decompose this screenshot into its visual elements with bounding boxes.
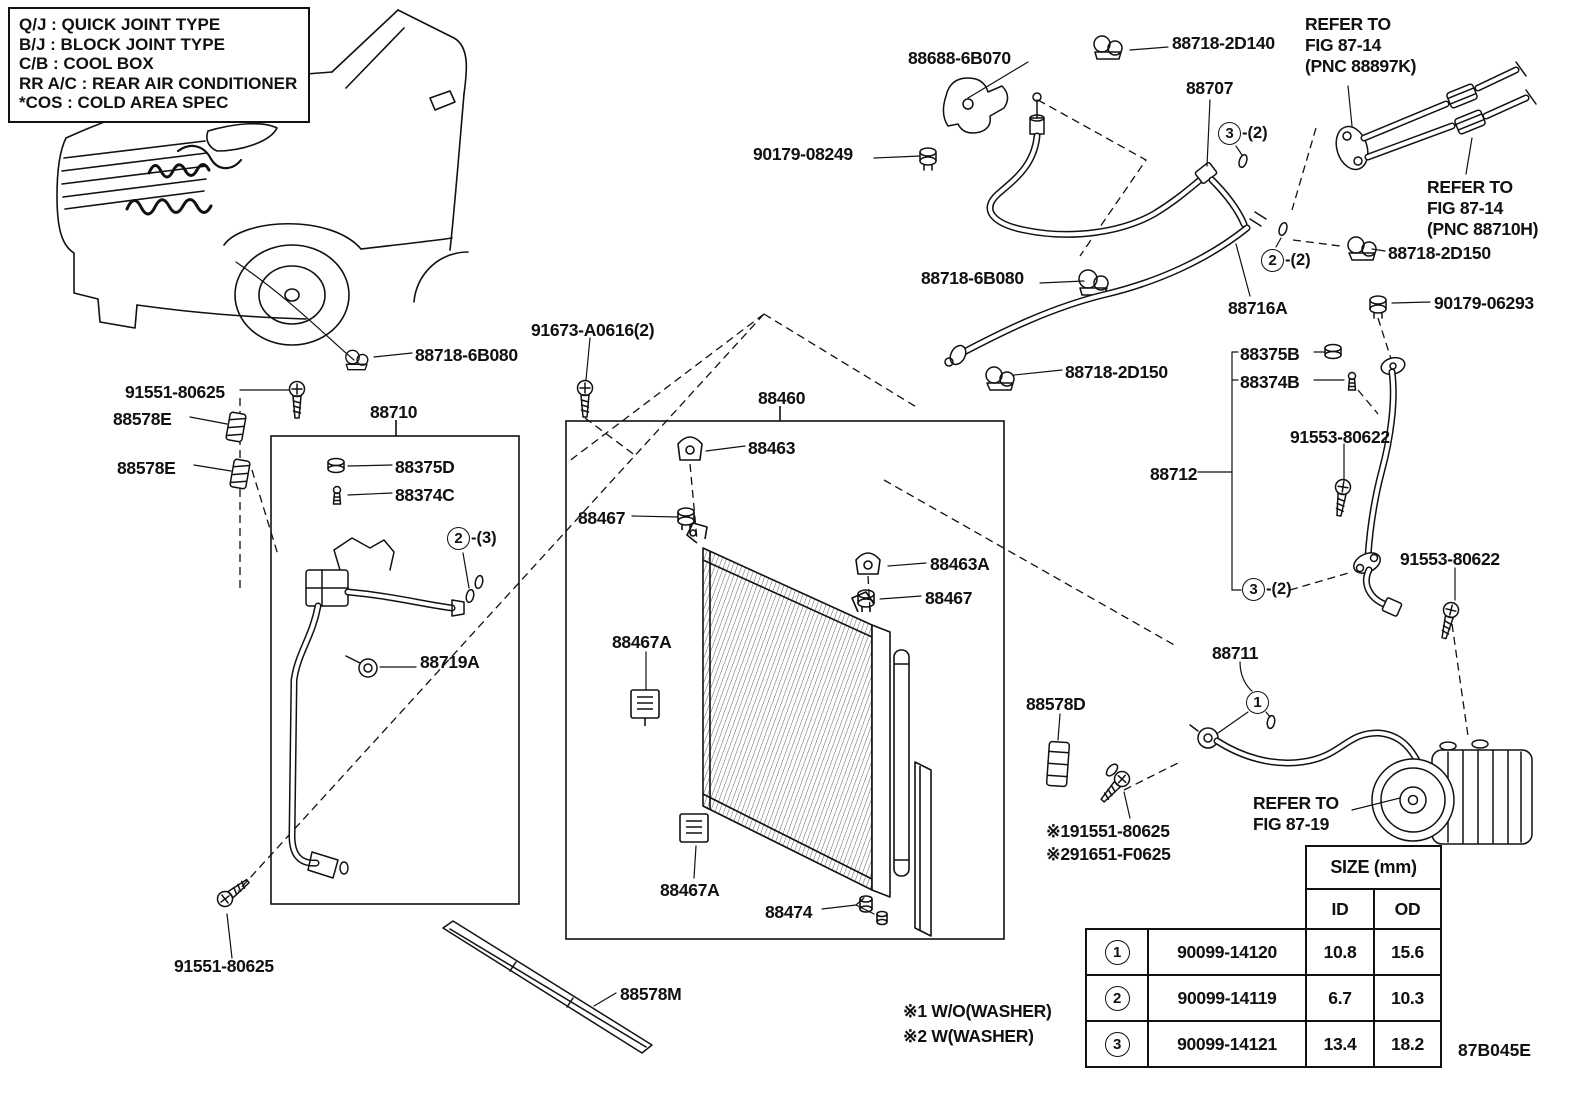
legend-line: RR A/C : REAR AIR CONDITIONER: [19, 73, 298, 93]
footnote-washer-1: ※1 W/O(WASHER): [903, 1001, 1052, 1021]
part-label-88467A-upper: 88467A: [612, 632, 672, 652]
callout-1: 1: [1246, 691, 1270, 714]
refer-note-fig87-19: REFER TO FIG 87-19: [1253, 793, 1339, 834]
row-part-number: 90099-14121: [1147, 1020, 1307, 1068]
part-label-88716A: 88716A: [1228, 298, 1288, 318]
diagram-id: 87B045E: [1458, 1040, 1531, 1060]
part-label-88463A: 88463A: [930, 554, 990, 574]
part-label-88578M: 88578M: [620, 984, 682, 1004]
refer-note-fig87-14-top: REFER TO FIG 87-14 (PNC 88897K): [1305, 14, 1417, 76]
part-label-88578D: 88578D: [1026, 694, 1086, 714]
suction-pipe-88712: [1353, 356, 1406, 617]
part-label-88707: 88707: [1186, 78, 1234, 98]
part-label-88578E-lower: 88578E: [117, 458, 176, 478]
size-table-col-od: OD: [1373, 888, 1442, 930]
leader-lines: [189, 46, 1473, 1007]
legend-line: Q/J : QUICK JOINT TYPE: [19, 15, 221, 34]
row-id-value: 6.7: [1305, 974, 1375, 1022]
row-callout: 2: [1085, 974, 1149, 1022]
part-label-91673-A0616: 91673-A0616(2): [531, 320, 655, 340]
size-table-row: 1 90099-14120 10.8 15.6: [1085, 928, 1442, 976]
row-callout: 3: [1085, 1020, 1149, 1068]
part-label-88719A: 88719A: [420, 652, 480, 672]
part-label-91551-80625-bot: 91551-80625: [174, 956, 274, 976]
row-part-number: 90099-14119: [1147, 974, 1307, 1022]
suction-hose-88711: [1189, 714, 1424, 770]
row-od-value: 10.3: [1373, 974, 1442, 1022]
size-table-row: 3 90099-14121 13.4 18.2: [1085, 1020, 1442, 1068]
part-label-88718-6B080-top: 88718-6B080: [921, 268, 1024, 288]
part-label-88474: 88474: [765, 902, 813, 922]
condenser: [630, 436, 932, 937]
size-table-row: 2 90099-14119 6.7 10.3: [1085, 974, 1442, 1022]
row-id-value: 10.8: [1305, 928, 1375, 976]
size-table-spacer: [1086, 889, 1306, 929]
seals: [225, 411, 1071, 1054]
row-callout: 1: [1085, 928, 1149, 976]
fasteners: [213, 379, 1461, 911]
row-od-value: 15.6: [1373, 928, 1442, 976]
part-label-88463: 88463: [748, 438, 796, 458]
part-label-88374C: 88374C: [395, 485, 455, 505]
legend-line: C/B : COOL BOX: [19, 54, 154, 73]
compressor: [1371, 739, 1533, 845]
part-label-88718-2D150-right: 88718-2D150: [1388, 243, 1491, 263]
part-label-88718-2D150-mid: 88718-2D150: [1065, 362, 1168, 382]
legend-box: Q/J : QUICK JOINT TYPE B/J : BLOCK JOINT…: [8, 7, 311, 123]
car-sketch: [56, 9, 469, 361]
size-table-spacer: [1086, 846, 1306, 889]
row-od-value: 18.2: [1373, 1020, 1442, 1068]
size-table-col-id: ID: [1305, 888, 1375, 930]
washer-ref-91651-F0625: ※291651-F0625: [1046, 844, 1171, 864]
callout-2-left: 2-(3): [447, 527, 497, 550]
part-label-88711: 88711: [1212, 643, 1259, 663]
part-label-88467A-lower: 88467A: [660, 880, 720, 900]
part-label-88688-6B070: 88688-6B070: [908, 48, 1011, 68]
washer-ref-91551-80625: ※191551-80625: [1046, 821, 1170, 841]
callout-3-right: 3-(2): [1242, 578, 1292, 601]
callout-2-right: 2-(2): [1261, 249, 1311, 272]
part-label-88375D: 88375D: [395, 457, 455, 477]
footnote-washer-2: ※2 W(WASHER): [903, 1026, 1034, 1046]
part-label-88578E-upper: 88578E: [113, 409, 172, 429]
part-label-88467-right: 88467: [925, 588, 973, 608]
part-label-88467-left: 88467: [578, 508, 626, 528]
legend-line: B/J : BLOCK JOINT TYPE: [19, 34, 225, 54]
size-table: SIZE (mm) ID OD 1 90099-14120 10.8 15.6 …: [1085, 845, 1442, 1068]
part-label-88460: 88460: [758, 388, 806, 408]
row-id-value: 13.4: [1305, 1020, 1375, 1068]
quick-joint-pipes: [1324, 61, 1537, 391]
legend-line: *COS : COLD AREA SPEC: [19, 93, 229, 112]
part-label-88374B: 88374B: [1240, 372, 1300, 392]
discharge-hose-area: [919, 35, 1290, 391]
part-label-88375B: 88375B: [1240, 344, 1300, 364]
part-label-90179-08249: 90179-08249: [753, 144, 853, 164]
row-part-number: 90099-14120: [1147, 928, 1307, 976]
part-label-88712: 88712: [1150, 464, 1198, 484]
part-label-91553-80622-bot: 91553-80622: [1400, 549, 1500, 569]
part-label-91551-80625-top: 91551-80625: [125, 382, 225, 402]
cooler-pipe-assembly-88710: [288, 349, 485, 879]
exploded-view-dashed-lines: [237, 99, 1469, 892]
size-table-title: SIZE (mm): [1305, 845, 1442, 890]
part-label-91553-80622-top: 91553-80622: [1290, 427, 1390, 447]
part-label-90179-06293: 90179-06293: [1434, 293, 1534, 313]
part-label-88718-2D140: 88718-2D140: [1172, 33, 1275, 53]
refer-note-fig87-14-right: REFER TO FIG 87-14 (PNC 88710H): [1427, 177, 1539, 239]
part-label-88718-6B080-left: 88718-6B080: [415, 345, 518, 365]
assembly-boxes: [270, 406, 1005, 940]
part-label-88710: 88710: [370, 402, 418, 422]
callout-3-top: 3-(2): [1218, 122, 1268, 145]
